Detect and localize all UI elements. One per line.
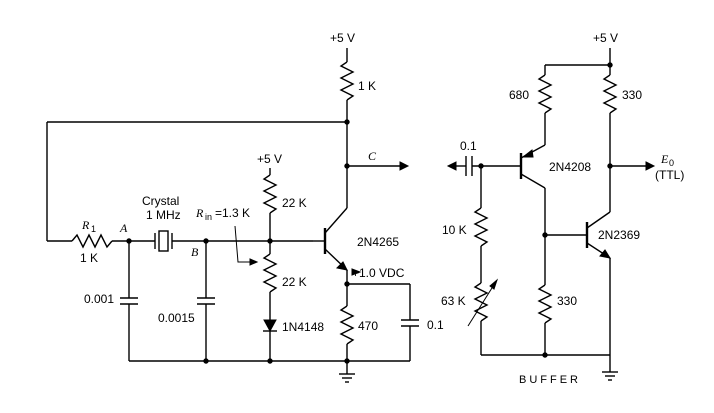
r330-bottom-value: 330 <box>557 294 577 308</box>
bias-supply-label: +5 V <box>257 152 282 166</box>
r1-designator: R <box>81 218 90 232</box>
resistor-r1: R 1 1 K <box>71 218 113 265</box>
emitter-resistor-value: 470 <box>358 319 378 333</box>
r1-subscript: 1 <box>91 224 96 234</box>
emitter-voltage: +1.0 VDC <box>352 266 405 280</box>
bias-lower-value: 22 K <box>282 275 307 289</box>
node-c-label: C <box>368 149 377 163</box>
r1-value: 1 K <box>80 251 98 265</box>
ground-symbol-right <box>602 371 618 381</box>
crystal-name: Crystal <box>142 194 179 208</box>
bias-resistor-lower: 22 K <box>262 253 307 293</box>
buffer-supply: +5 V <box>545 31 618 68</box>
transistor-2n4265: 2N4265 <box>313 207 399 271</box>
capacitor-a: 0.001 <box>84 241 138 361</box>
cap-a-value: 0.001 <box>84 292 114 306</box>
crystal: Crystal 1 MHz <box>142 194 181 252</box>
bias-resistor-upper: 22 K <box>262 174 307 214</box>
ground-bus-right <box>481 352 611 372</box>
main-supply-label: +5 V <box>330 31 355 45</box>
buffer-input: 0.1 <box>446 139 520 176</box>
output-symbol: E <box>660 152 669 166</box>
pnp-label: 2N4208 <box>549 160 591 174</box>
resistor-680: 680 <box>509 65 553 114</box>
resistor-330-bottom: 330 <box>537 284 577 324</box>
input-cap-value: 0.1 <box>460 139 477 153</box>
capacitor-b: 0.0015 <box>158 241 215 361</box>
emitter-capacitor: 0.1 <box>401 318 444 361</box>
r330-top-value: 330 <box>622 88 642 102</box>
crystal-frequency: 1 MHz <box>146 208 181 222</box>
cap-b-value: 0.0015 <box>158 311 195 325</box>
node-a-label: A <box>119 221 128 235</box>
buffer-supply-label: +5 V <box>593 31 618 45</box>
buffer-label: BUFFER <box>519 374 581 386</box>
output-e0: E 0 (TTL) <box>607 152 684 182</box>
resistor-330-top: 330 <box>602 65 642 114</box>
emitter-cap-value: 0.1 <box>427 318 444 332</box>
collector-resistor-label: 1 K <box>358 79 376 93</box>
resistor-10k: 10 K <box>442 166 489 247</box>
output-subscript: 0 <box>669 158 674 168</box>
main-supply: +5 V <box>330 31 355 62</box>
node-b-label: B <box>191 245 199 259</box>
bias-supply: +5 V <box>257 152 282 175</box>
rin-symbol: R <box>195 206 204 220</box>
rin-value: =1.3 K <box>215 206 250 220</box>
transistor-label: 2N4265 <box>357 235 399 249</box>
collector-resistor: 1 K <box>339 61 376 101</box>
output-c: C <box>344 149 410 171</box>
ground-bus-left <box>129 358 410 364</box>
output-type: (TTL) <box>655 168 684 182</box>
diode-1n4148: 1N4148 <box>263 319 324 334</box>
rin-annotation: R in =1.3 K <box>195 206 259 266</box>
rin-subscript: in <box>205 212 212 222</box>
emitter-resistor: 470 <box>339 305 378 345</box>
r680-value: 680 <box>509 88 529 102</box>
feedback-wire <box>46 119 350 242</box>
transistor-2n2369: 2N2369 <box>585 211 640 259</box>
r10k-value: 10 K <box>442 223 467 237</box>
ground-symbol-left <box>339 373 355 383</box>
potentiometer-63k: 63 K <box>441 278 499 327</box>
diode-label: 1N4148 <box>282 320 324 334</box>
bias-upper-value: 22 K <box>282 196 307 210</box>
pot-value: 63 K <box>441 294 466 308</box>
transistor-2n4208: 2N4208 <box>519 144 591 189</box>
npn-label: 2N2369 <box>598 228 640 242</box>
